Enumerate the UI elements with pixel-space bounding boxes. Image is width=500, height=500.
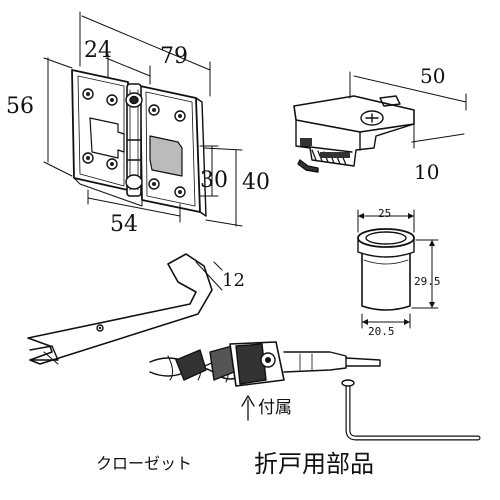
hinge-dim-bottom: 54 xyxy=(110,212,138,237)
wrench-dim-opening: 12 xyxy=(222,270,245,291)
catch-drawing xyxy=(293,71,467,173)
accessory-label: 付属 xyxy=(258,398,292,418)
hinge-dim-height: 56 xyxy=(6,94,34,119)
bushing-drawing xyxy=(357,209,439,329)
drill-bit-drawing xyxy=(149,341,381,421)
wrench-drawing xyxy=(27,253,223,365)
caption-left: クローゼット xyxy=(96,454,193,473)
catch-dim-length: 50 xyxy=(420,64,446,88)
hinge-dim-right: 40 xyxy=(242,170,270,195)
bushing-dim-top: 25 xyxy=(378,207,392,220)
catch-dim-depth: 10 xyxy=(414,160,440,184)
caption-right: 折戸用部品 xyxy=(254,450,374,478)
bushing-dim-bottom: 20.5 xyxy=(368,325,395,338)
hex-key-drawing xyxy=(341,379,481,441)
bushing-dim-height: 29.5 xyxy=(414,275,441,288)
hinge-dim-inner: 30 xyxy=(200,168,228,193)
hinge-dim-top-large: 79 xyxy=(160,44,188,69)
hinge-dim-top-small: 24 xyxy=(84,38,112,63)
hinge-drawing xyxy=(43,11,243,227)
